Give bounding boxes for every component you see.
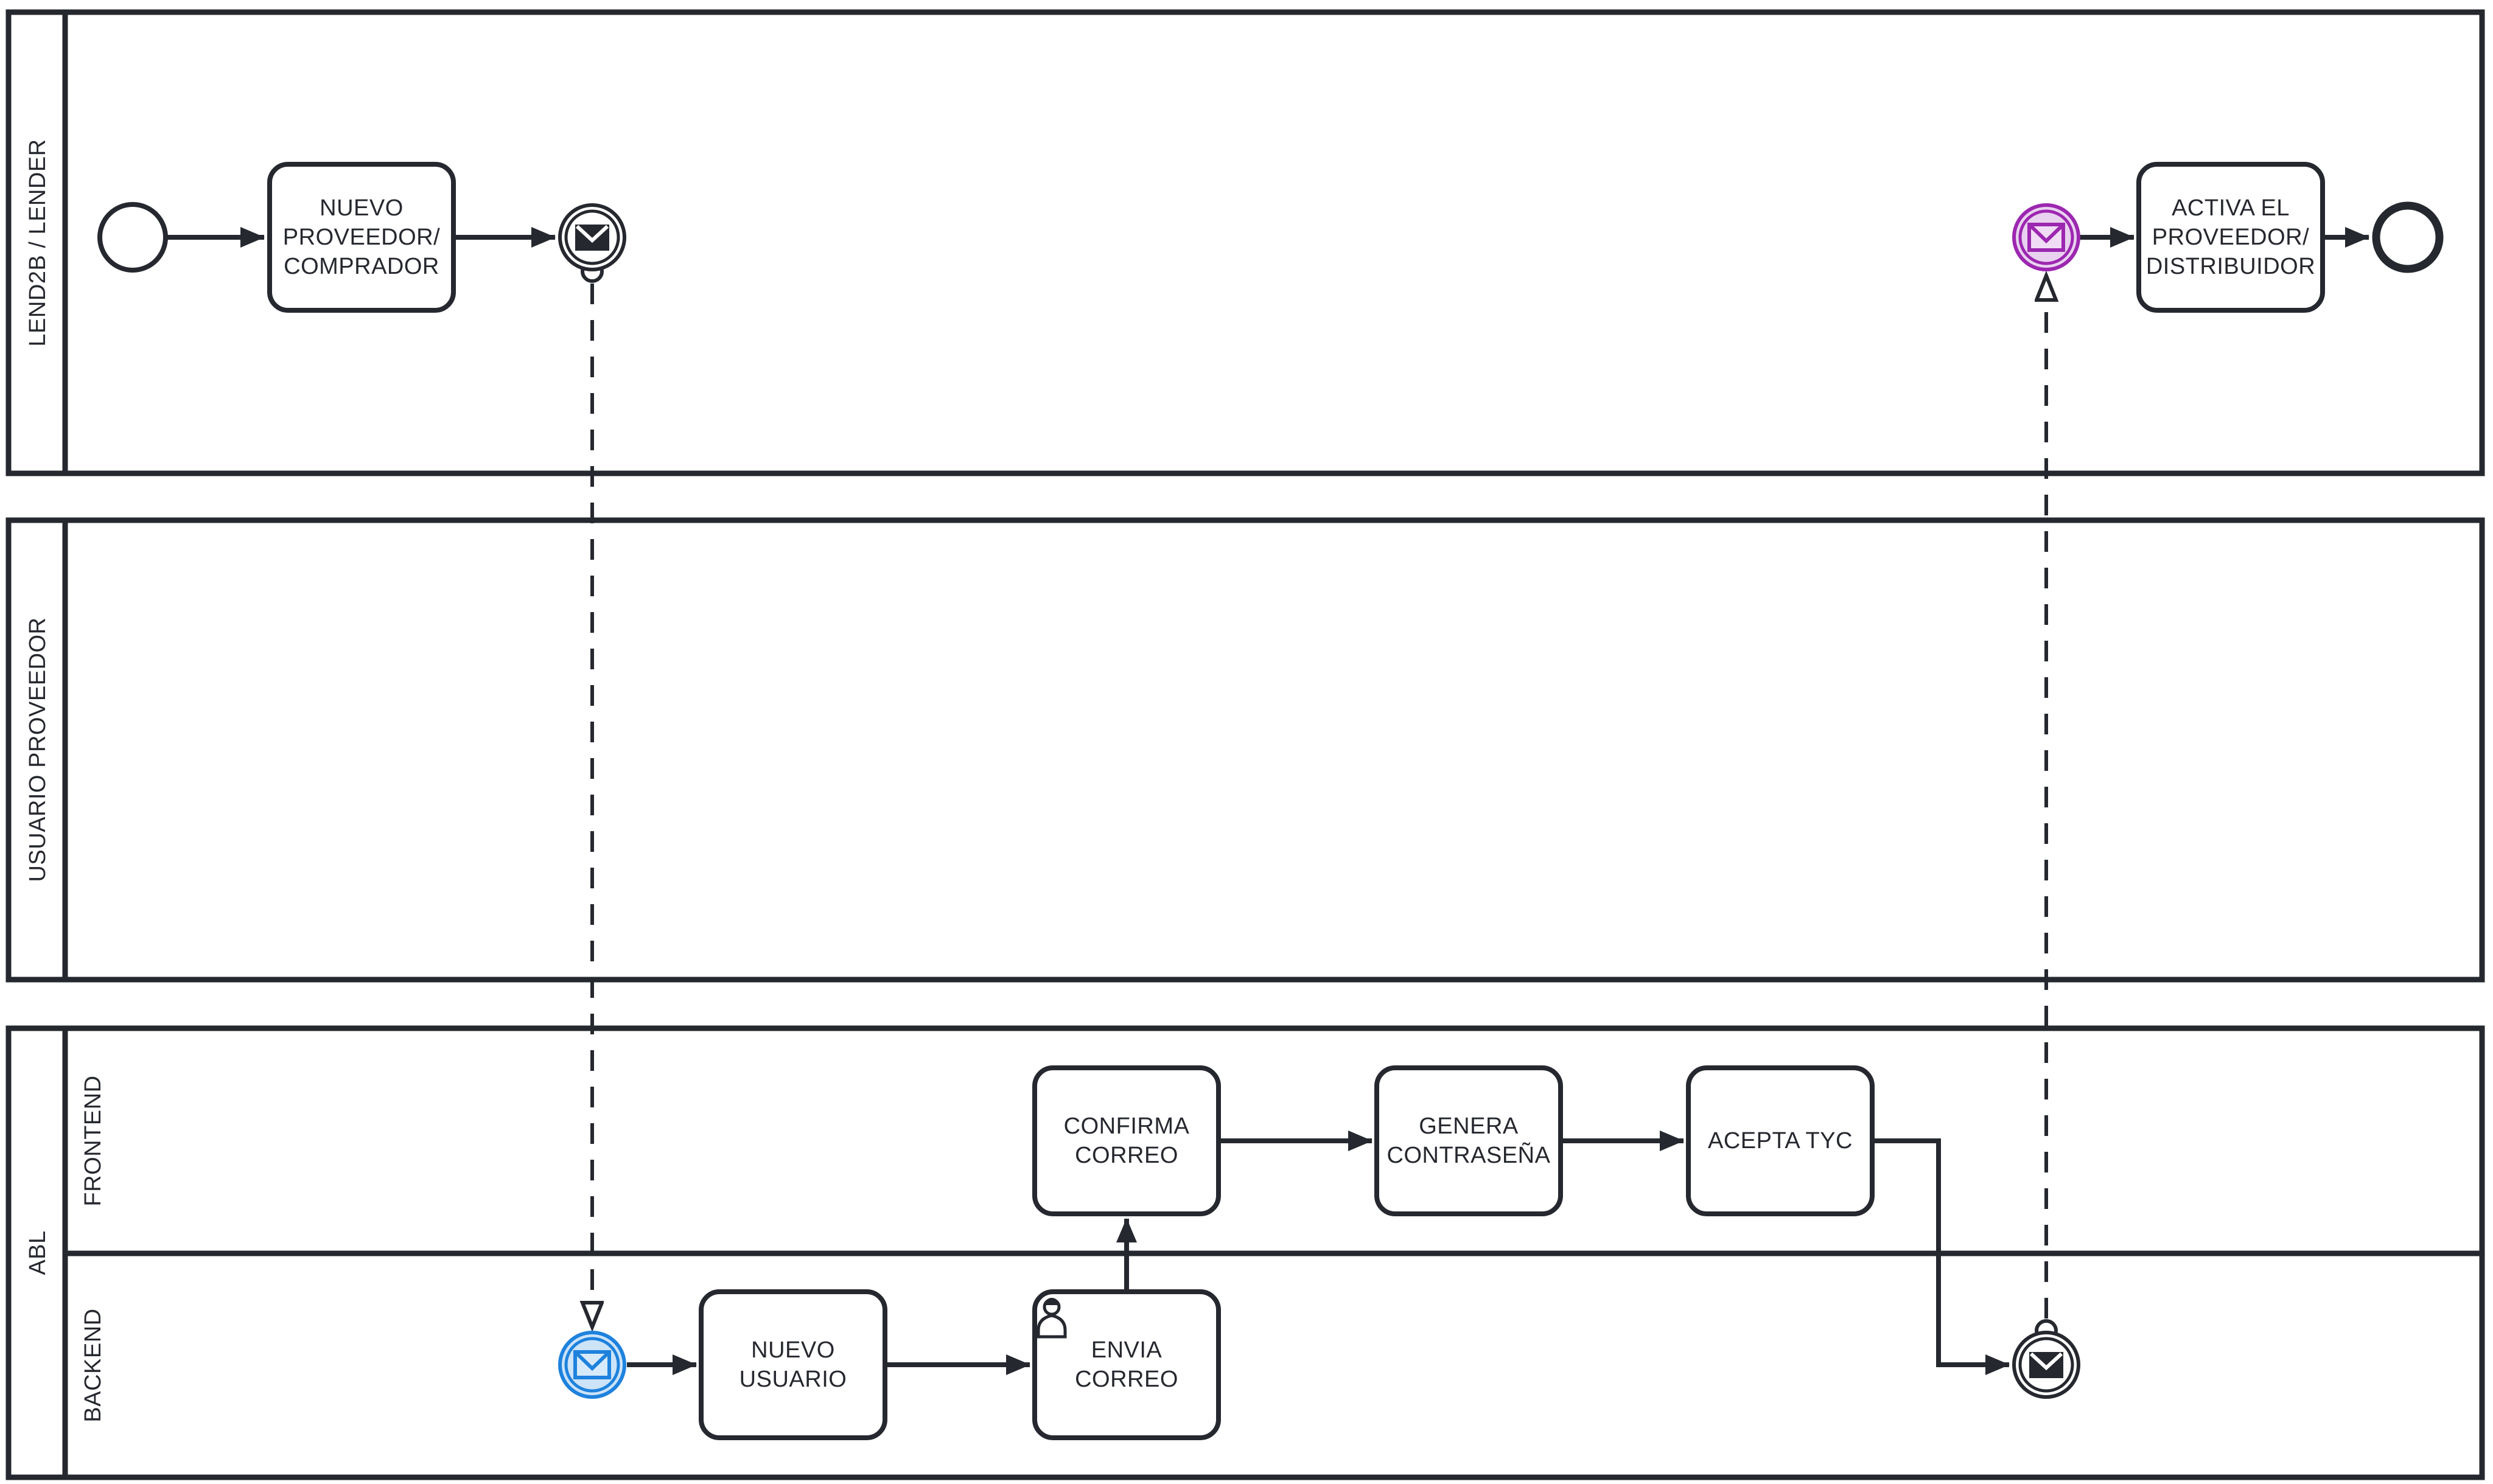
task-confirma-correo: CONFIRMA CORREO bbox=[1032, 1065, 1221, 1216]
user-task-icon bbox=[1037, 1298, 1067, 1339]
lane-label-abl: ABL bbox=[25, 1230, 51, 1275]
lane-label-lender: LEND2B / LENDER bbox=[25, 139, 51, 346]
task-acepta-tyc-label: ACEPTA TYC bbox=[1708, 1128, 1853, 1154]
task-activa-proveedor-label: DISTRIBUIDOR bbox=[2146, 254, 2315, 279]
task-acepta-tyc: ACEPTA TYC bbox=[1686, 1065, 1875, 1216]
message-catch-event-backend-inner bbox=[564, 1337, 620, 1393]
task-genera-contrasena-label: GENERA bbox=[1419, 1113, 1519, 1139]
pool-usuario-proveedor: USUARIO PROVEEDOR bbox=[5, 517, 2485, 983]
task-confirma-correo-shape bbox=[1032, 1065, 1221, 1216]
task-activa-proveedor-shape bbox=[2136, 162, 2325, 313]
task-envia-correo-label: ENVIA bbox=[1091, 1337, 1163, 1363]
task-nuevo-usuario-shape bbox=[699, 1289, 887, 1440]
lane-label-usuario-proveedor: USUARIO PROVEEDOR bbox=[25, 617, 51, 882]
lane-label-frontend: FRONTEND bbox=[80, 1075, 106, 1206]
task-nuevo-usuario-label: NUEVO bbox=[751, 1337, 835, 1363]
message-icon bbox=[2029, 1352, 2063, 1378]
message-icon bbox=[575, 225, 609, 251]
task-envia-correo-label: CORREO bbox=[1075, 1367, 1178, 1392]
task-confirma-correo-label: CORREO bbox=[1075, 1143, 1178, 1168]
task-nuevo-proveedor: NUEVO PROVEEDOR/ COMPRADOR bbox=[267, 162, 456, 313]
task-activa-proveedor-label: ACTIVA EL bbox=[2172, 195, 2290, 221]
task-genera-contrasena: GENERA CONTRASEÑA bbox=[1374, 1065, 1563, 1216]
pool-abl: ABL FRONTEND BACKEND bbox=[5, 1025, 2485, 1480]
message-icon bbox=[573, 1350, 611, 1379]
task-confirma-correo-label: CONFIRMA bbox=[1064, 1113, 1190, 1139]
task-nuevo-proveedor-shape bbox=[267, 162, 456, 313]
task-nuevo-usuario: NUEVO USUARIO bbox=[699, 1289, 887, 1440]
end-event bbox=[2372, 201, 2444, 273]
message-catch-event-lender bbox=[2012, 203, 2080, 271]
message-throw-event-lender bbox=[558, 203, 626, 271]
task-genera-contrasena-label: CONTRASEÑA bbox=[1387, 1142, 1551, 1168]
task-genera-contrasena-shape bbox=[1374, 1065, 1563, 1216]
pool-usuario-proveedor-body bbox=[5, 517, 2485, 983]
task-envia-correo-shape bbox=[1032, 1289, 1221, 1440]
start-event bbox=[97, 202, 168, 273]
task-envia-correo: ENVIA CORREO bbox=[1032, 1289, 1221, 1440]
task-acepta-tyc-shape bbox=[1686, 1065, 1875, 1216]
task-nuevo-usuario-label: USUARIO bbox=[740, 1367, 847, 1392]
task-nuevo-proveedor-label: NUEVO bbox=[320, 195, 404, 221]
message-throw-event-backend bbox=[2012, 1331, 2080, 1399]
task-activa-proveedor-label: PROVEEDOR/ bbox=[2152, 225, 2309, 250]
message-catch-event-lender-inner bbox=[2018, 209, 2074, 265]
lane-label-backend: BACKEND bbox=[80, 1308, 106, 1422]
task-nuevo-proveedor-label: PROVEEDOR/ bbox=[283, 225, 440, 250]
sequence-flow-acepta-to-throw bbox=[1872, 1138, 2010, 1375]
task-nuevo-proveedor-label: COMPRADOR bbox=[284, 254, 439, 279]
message-catch-event-backend bbox=[558, 1331, 626, 1399]
task-activa-proveedor: ACTIVA EL PROVEEDOR/ DISTRIBUIDOR bbox=[2136, 162, 2325, 313]
message-icon bbox=[2027, 223, 2065, 252]
